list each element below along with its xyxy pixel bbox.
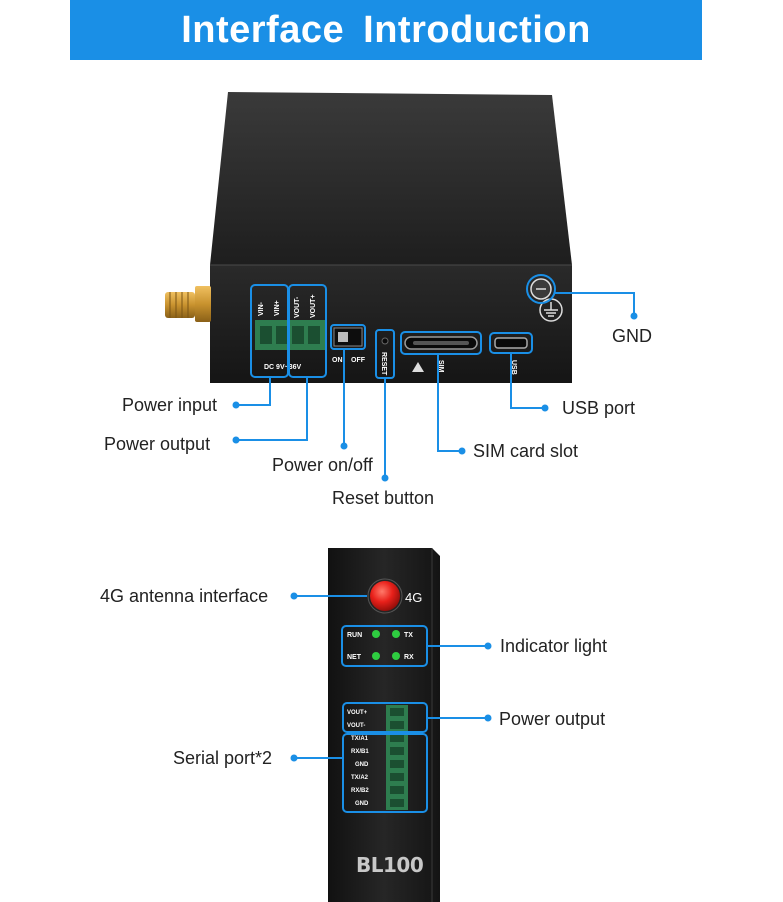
terminal-label-5: GND bbox=[355, 762, 369, 768]
dc-range-label: DC 9V~36V bbox=[264, 364, 301, 371]
power-switch bbox=[333, 327, 363, 347]
serial-callout: Serial port*2 bbox=[173, 748, 272, 768]
front-device: 4G RUN TX NET RX VOUT+ VOUT- TX/ bbox=[328, 548, 440, 902]
sma-connector bbox=[165, 286, 211, 322]
antenna-4g-label: 4G bbox=[405, 590, 422, 605]
led-run bbox=[372, 630, 380, 638]
led-run-label: RUN bbox=[347, 632, 362, 639]
vout-plus-label: VOUT+ bbox=[310, 294, 317, 318]
antenna-callout: 4G antenna interface bbox=[100, 586, 268, 606]
reset-label: RESET bbox=[380, 352, 387, 376]
usb-port bbox=[494, 337, 528, 349]
led-net-label: NET bbox=[347, 654, 362, 661]
power-on-off-callout: Power on/off bbox=[272, 455, 374, 475]
front-callout-lines bbox=[294, 595, 488, 759]
power-switch-highlight bbox=[330, 324, 366, 350]
terminal-label-8: GND bbox=[355, 801, 369, 807]
terminal-label-7: RX/B2 bbox=[351, 788, 369, 794]
led-tx bbox=[392, 630, 400, 638]
top-device: VIN- VIN+ VOUT- VOUT+ DC 9V~36V ON OFF R… bbox=[165, 92, 572, 383]
off-label: OFF bbox=[351, 357, 366, 364]
vin-plus-label: VIN+ bbox=[274, 300, 281, 316]
reset-button-callout: Reset button bbox=[332, 488, 434, 508]
front-callout-dots bbox=[290, 592, 492, 762]
model-label: BL100 bbox=[356, 853, 423, 877]
sim-label: SIM bbox=[437, 360, 444, 373]
antenna-knob bbox=[370, 581, 400, 611]
top-callout-lines bbox=[236, 292, 635, 478]
power-input-callout: Power input bbox=[122, 395, 217, 415]
led-net bbox=[372, 652, 380, 660]
power-output-callout: Power output bbox=[104, 434, 210, 454]
terminal-strip bbox=[386, 705, 408, 810]
terminal-label-3: TX/A1 bbox=[351, 736, 369, 742]
vout-minus-label: VOUT- bbox=[294, 296, 301, 318]
gnd-callout: GND bbox=[612, 326, 652, 346]
gnd-highlight bbox=[526, 274, 556, 304]
terminal-label-2: VOUT- bbox=[347, 723, 365, 729]
led-rx-label: RX bbox=[404, 654, 414, 661]
terminal-label-6: TX/A2 bbox=[351, 775, 369, 781]
indicator-callout: Indicator light bbox=[500, 636, 607, 656]
sim-card-slot-callout: SIM card slot bbox=[473, 441, 578, 461]
usb-label: USB bbox=[510, 360, 517, 375]
terminal-label-4: RX/B1 bbox=[351, 749, 369, 755]
sim-slot-highlight bbox=[400, 331, 482, 355]
top-callout-dots bbox=[232, 312, 638, 482]
on-label: ON bbox=[332, 357, 343, 364]
vin-minus-label: VIN- bbox=[258, 301, 265, 316]
serial-terminal-highlight bbox=[342, 733, 428, 813]
banner: Interface Introduction bbox=[70, 0, 702, 60]
led-rx bbox=[392, 652, 400, 660]
front-power-output-callout: Power output bbox=[499, 709, 605, 729]
terminal-label-1: VOUT+ bbox=[347, 710, 368, 716]
page-title: Interface Introduction bbox=[181, 8, 591, 51]
led-tx-label: TX bbox=[404, 632, 413, 639]
reset-hole bbox=[381, 337, 389, 345]
usb-port-callout: USB port bbox=[562, 398, 635, 418]
device-top-face bbox=[210, 92, 572, 265]
sim-slot bbox=[404, 336, 478, 372]
